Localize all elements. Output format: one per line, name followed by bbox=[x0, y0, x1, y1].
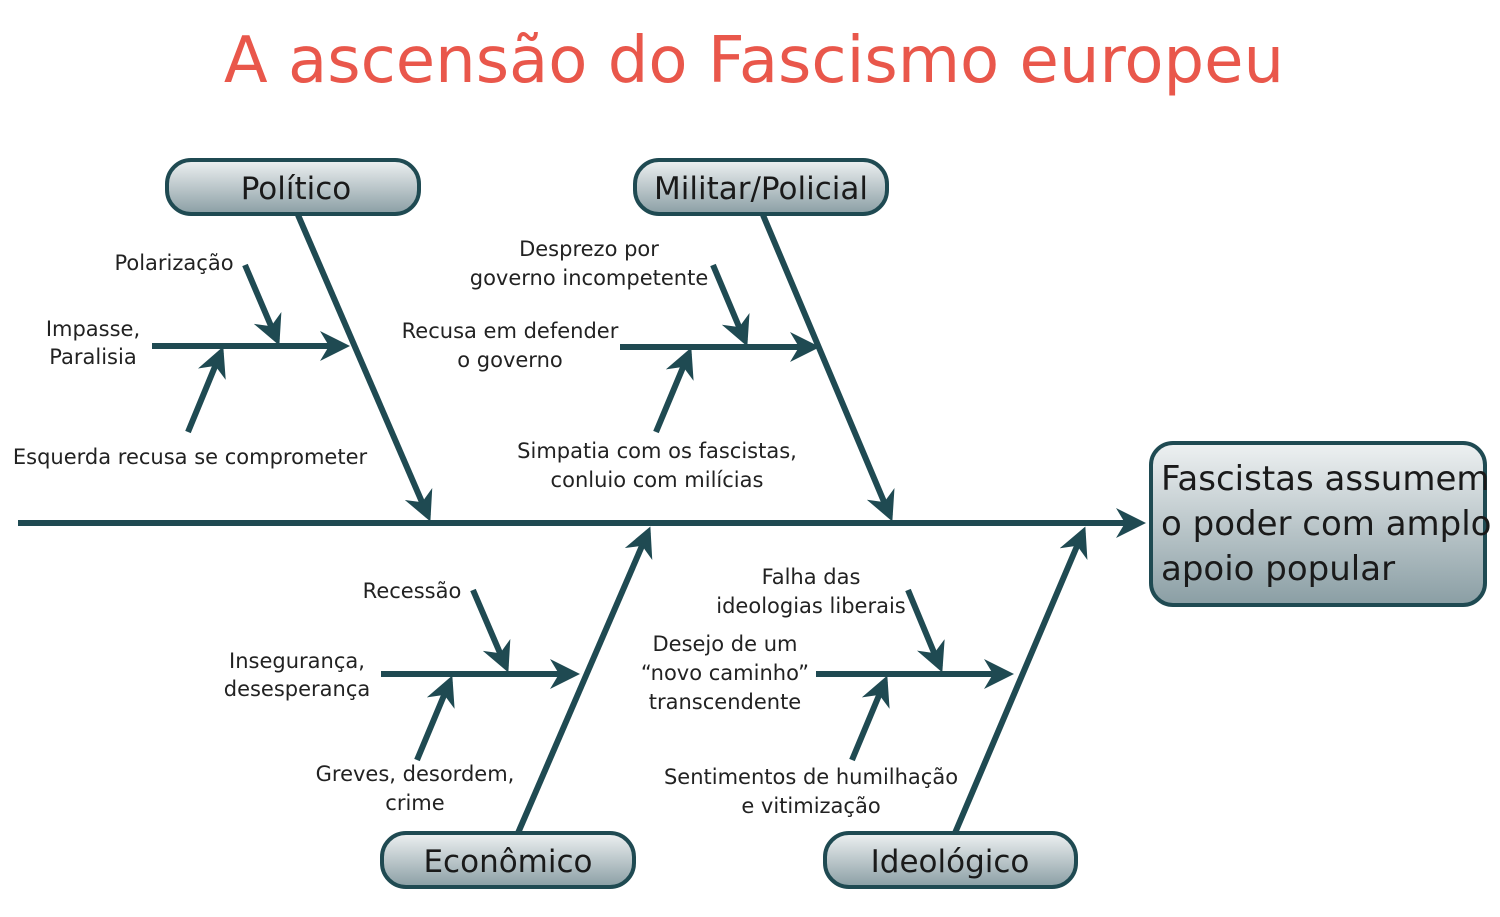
cause-label: e vitimização bbox=[741, 794, 880, 818]
cause-label: Impasse, bbox=[46, 317, 140, 341]
cause-arrow bbox=[905, 588, 945, 673]
cause-label: Desprezo por bbox=[519, 237, 659, 261]
militar-bone bbox=[760, 213, 895, 522]
cause-arrow bbox=[653, 347, 694, 434]
economico-bone bbox=[515, 526, 653, 835]
category-label: Ideológico bbox=[871, 844, 1030, 880]
cause-arrow bbox=[185, 346, 226, 434]
cause-label: transcendente bbox=[649, 690, 801, 714]
effect-line: o poder com amplo bbox=[1161, 504, 1492, 544]
cause-label: desesperança bbox=[224, 677, 371, 701]
category-politico: Político bbox=[165, 158, 421, 216]
cause-label: Esquerda recusa se comprometer bbox=[13, 445, 368, 469]
ideologico-bone bbox=[952, 526, 1088, 835]
category-economico: Econômico bbox=[380, 831, 636, 889]
cause-label: Simpatia com os fascistas, bbox=[517, 439, 797, 463]
category-ideologico: Ideológico bbox=[823, 831, 1078, 889]
effect-line: apoio popular bbox=[1161, 549, 1395, 589]
cause-label: ideologias liberais bbox=[716, 594, 905, 618]
cause-arrow bbox=[710, 263, 750, 347]
cause-arrow bbox=[470, 588, 511, 673]
diagram-title: A ascensão do Fascismo europeu bbox=[224, 24, 1284, 98]
cause-label: crime bbox=[385, 791, 444, 815]
cause-arrow bbox=[414, 675, 455, 762]
category-label: Militar/Policial bbox=[654, 171, 868, 207]
cause-label: Recessão bbox=[363, 579, 462, 603]
cause-label: Polarização bbox=[114, 251, 233, 275]
cause-label: conluio com milícias bbox=[551, 468, 764, 492]
politico-bone bbox=[295, 213, 433, 522]
cause-label: Recusa em defender bbox=[402, 319, 619, 343]
category-label: Político bbox=[241, 171, 352, 207]
cause-label: Insegurança, bbox=[229, 649, 365, 673]
cause-label: Desejo de um bbox=[652, 632, 797, 656]
cause-label: governo incompetente bbox=[470, 266, 709, 290]
cause-label: “novo caminho” bbox=[641, 661, 809, 685]
cause-label: Greves, desordem, bbox=[316, 762, 515, 786]
cause-arrow bbox=[849, 675, 890, 762]
effect-line: Fascistas assumem bbox=[1161, 459, 1490, 499]
cause-label: Paralisia bbox=[49, 345, 136, 369]
effect-box: Fascistas assumem o poder com amplo apoi… bbox=[1149, 441, 1492, 607]
cause-label: Sentimentos de humilhação bbox=[664, 765, 958, 789]
category-militar: Militar/Policial bbox=[633, 158, 889, 216]
cause-arrow bbox=[242, 263, 282, 346]
cause-label: o governo bbox=[457, 348, 562, 372]
cause-label: Falha das bbox=[762, 565, 861, 589]
category-label: Econômico bbox=[423, 844, 592, 880]
